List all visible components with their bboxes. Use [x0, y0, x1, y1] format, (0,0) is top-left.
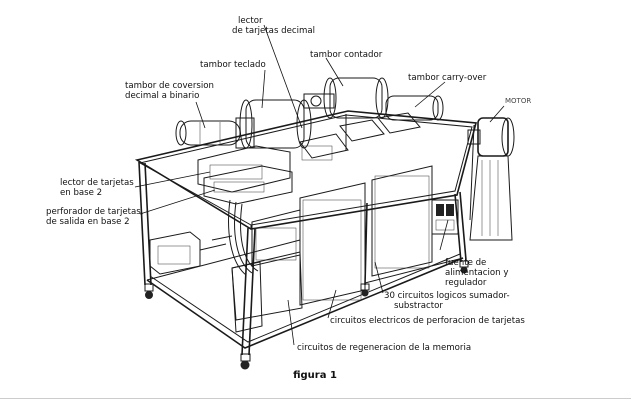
frame-legs: [138, 114, 475, 356]
label-lector-decimal-line1: lector: [238, 16, 263, 26]
cable-bundle: [211, 199, 259, 276]
logic-circuit-rack: [371, 165, 433, 277]
side-power-box: [149, 231, 227, 275]
label-circuitos-perforacion: circuitos electricos de perforacion de t…: [330, 316, 525, 326]
carry-over-drum: [385, 95, 444, 121]
label-circuitos-logicos-line1: 30 circuitos logicos sumador-: [384, 291, 510, 301]
card-reader-base2: [197, 145, 293, 205]
label-lector-base2-line2: en base 2: [60, 188, 102, 198]
label-circuitos-logicos-line2: substractor: [394, 301, 443, 311]
drum-shaft: [303, 93, 335, 109]
motor: [467, 117, 515, 241]
label-tambor-teclado: tambor teclado: [200, 60, 266, 70]
punch-circuit-rack: [299, 182, 366, 306]
label-motor: MOTOR: [505, 97, 531, 105]
label-tambor-carry-over: tambor carry-over: [408, 73, 487, 83]
card-boxes-top: [299, 112, 421, 161]
label-perforador-line2: de salida en base 2: [46, 217, 130, 227]
label-tambor-conversion-line1: tambor de coversion: [125, 81, 214, 91]
label-lector-base2-line1: lector de tarjetas: [60, 178, 134, 188]
label-tambor-contador: tambor contador: [310, 50, 383, 60]
frame-bottom: [146, 239, 464, 349]
label-fuente-line2: alimentacion y: [445, 268, 508, 278]
label-circuitos-regeneracion: circuitos de regeneracion de la memoria: [297, 343, 471, 353]
label-lector-decimal-line2: de tarjetas decimal: [232, 26, 315, 36]
label-fuente-line1: fuente de: [445, 258, 486, 268]
power-supply: [431, 199, 459, 235]
machine-illustration: [134, 77, 515, 370]
label-fuente-line3: regulador: [445, 278, 487, 288]
figure-caption: figura 1: [293, 370, 337, 381]
front-card-tray: [231, 261, 263, 333]
frame-top: [134, 110, 478, 230]
label-perforador-line1: perforador de tarjetas,: [46, 207, 144, 217]
labels: lector de tarjetas decimal tambor contad…: [46, 16, 531, 353]
label-tambor-conversion-line2: decimal a binario: [125, 91, 199, 101]
leader-lines: [134, 24, 505, 346]
